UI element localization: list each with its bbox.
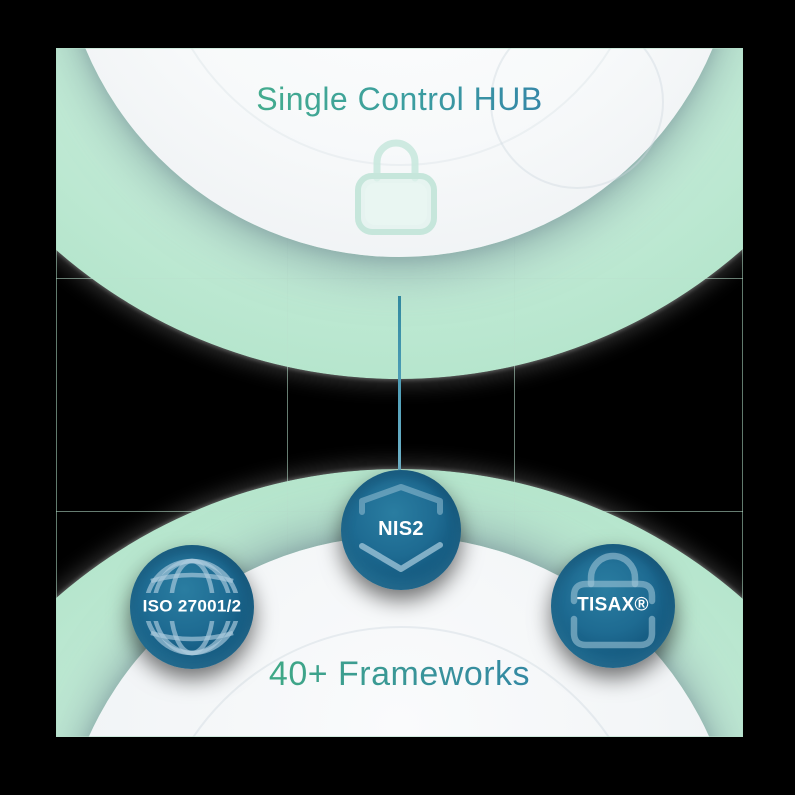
grid-line-horizontal-1 [56, 278, 743, 279]
diagram-area: Single Control HUB 40+ Frameworks [56, 48, 743, 737]
globe-icon [143, 558, 241, 656]
grid-line-vertical-2 [514, 48, 515, 737]
badge-nis2: NIS2 [341, 470, 461, 590]
badge-label: ISO 27001/2 [142, 596, 242, 616]
hub-title: Single Control HUB [56, 81, 743, 118]
badge-label: TISAX® [577, 594, 649, 616]
shield-icon [359, 484, 443, 572]
grid-line-vertical-1 [287, 48, 288, 737]
badge-iso27001: ISO 27001/2 [130, 545, 254, 669]
frameworks-title: 40+ Frameworks [56, 655, 743, 694]
lock-icon [570, 552, 656, 649]
lock-icon [355, 139, 437, 235]
badge-tisax: TISAX® [551, 544, 675, 668]
badge-label: NIS2 [378, 518, 424, 541]
connector-line [398, 296, 401, 470]
